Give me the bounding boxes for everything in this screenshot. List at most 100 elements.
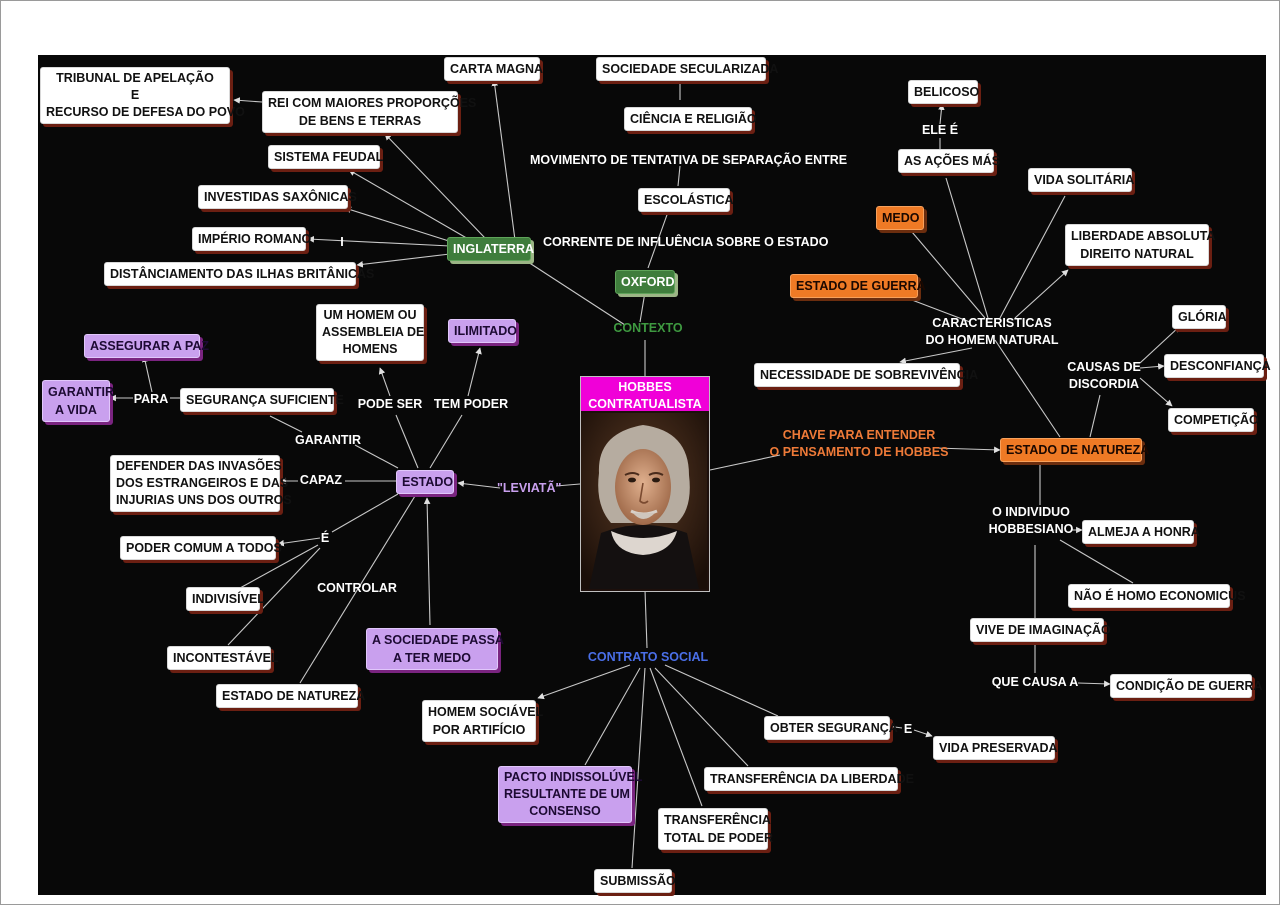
central-node[interactable]: HOBBES CONTRATUALISTA	[580, 376, 710, 592]
node-tribunal-line2: E	[130, 88, 140, 102]
node-gloria[interactable]: GLÓRIA	[1172, 305, 1227, 329]
label-e-connector: E	[903, 722, 913, 736]
node-distanciamento[interactable]: DISTÂNCIAMENTO DAS ILHAS BRITÂNICAS	[104, 262, 374, 286]
node-garantir-vida[interactable]: GARANTIR A VIDA	[42, 380, 114, 422]
node-pacto-line2: RESULTANTE DE UM	[504, 787, 630, 801]
node-almeja-honra[interactable]: ALMEJA A HONRA	[1082, 520, 1200, 544]
node-sociedade-medo-line2: A TER MEDO	[392, 651, 471, 665]
node-ciencia-religiao[interactable]: CIÊNCIA E RELIGIÃO	[624, 107, 757, 131]
label-individuo-line2: HOBBESIANO	[988, 522, 1074, 536]
label-chave: CHAVE PARA ENTENDER O PENSAMENTO DE HOBB…	[764, 427, 954, 461]
link-line	[994, 339, 1061, 438]
link-line	[467, 347, 482, 397]
node-pacto[interactable]: PACTO INDISSOLÚVEL RESULTANTE DE UM CONS…	[498, 766, 643, 823]
link-line	[1059, 539, 1134, 584]
node-estado-guerra[interactable]: ESTADO DE GUERRA	[790, 274, 926, 298]
node-vida-solitaria[interactable]: VIDA SOLITÁRIA	[1028, 168, 1134, 192]
node-rei[interactable]: REI COM MAIORES PROPORÇÕES DE BENS E TER…	[262, 91, 476, 133]
label-chave-line1: CHAVE PARA ENTENDER	[782, 428, 936, 442]
node-belicoso[interactable]: BELICOSO	[908, 80, 979, 104]
node-garantir-vida-line1: GARANTIR	[48, 385, 114, 399]
link-line	[934, 446, 1001, 454]
node-obter-seguranca[interactable]: OBTER SEGURANÇA	[764, 716, 898, 740]
node-defender[interactable]: DEFENDER DAS INVASÕES DOS ESTRANGEIROS E…	[110, 455, 292, 512]
node-estado[interactable]: ESTADO	[396, 470, 454, 494]
label-i-mark: I	[340, 235, 344, 249]
label-contexto: CONTEXTO	[613, 321, 683, 335]
node-pacto-line1: PACTO INDISSOLÚVEL	[504, 770, 643, 784]
label-tem-poder: TEM PODER	[433, 397, 509, 411]
node-assegurar-paz[interactable]: ASSEGURAR A PAZ	[84, 334, 209, 358]
node-sociedade-medo[interactable]: A SOCIEDADE PASSA A TER MEDO	[366, 628, 504, 670]
central-title-line2: CONTRATUALISTA	[588, 397, 702, 411]
node-medo[interactable]: MEDO	[876, 206, 924, 230]
label-caracteristicas-line2: DO HOMEM NATURAL	[925, 333, 1059, 347]
label-movimento: MOVIMENTO DE TENTATIVA DE SEPARAÇÃO ENTR…	[530, 153, 848, 167]
node-sistema-feudal[interactable]: SISTEMA FEUDAL	[268, 145, 383, 169]
link-line	[631, 667, 646, 869]
link-line	[911, 231, 986, 319]
node-homem-sociavel[interactable]: HOMEM SOCIÁVEL POR ARTIFÍCIO	[422, 700, 543, 742]
node-vida-preservada[interactable]: VIDA PRESERVADA	[933, 736, 1058, 760]
node-poder-comum[interactable]: PODER COMUM A TODOS	[120, 536, 282, 560]
node-investidas[interactable]: INVESTIDAS SAXÔNICAS	[198, 185, 357, 209]
node-submissao[interactable]: SUBMISSÃO	[594, 869, 676, 893]
node-transferencia-liberdade[interactable]: TRANSFERÊNCIA DA LIBERDADE	[704, 767, 914, 791]
node-necessidade[interactable]: NECESSIDADE DE SOBREVIVÊNCIA	[754, 363, 978, 387]
node-tribunal[interactable]: TRIBUNAL DE APELAÇÃO E RECURSO DE DEFESA…	[40, 67, 245, 124]
link-line	[348, 169, 471, 241]
link-line	[491, 79, 516, 241]
link-line	[307, 235, 451, 247]
node-um-homem-line1: UM HOMEM OU	[323, 308, 417, 322]
node-inglaterra[interactable]: INGLATERRA	[447, 237, 534, 261]
central-title-line1: HOBBES	[618, 380, 672, 394]
node-transferencia-poder[interactable]: TRANSFERÊNCIA TOTAL DE PODER	[658, 808, 773, 850]
node-condicao-guerra[interactable]: CONDIÇÃO DE GUERRA	[1110, 674, 1263, 698]
node-defender-line3: INJURIAS UNS DOS OUTROS	[116, 493, 292, 507]
hobbes-portrait	[581, 413, 707, 589]
node-ilimitado[interactable]: ILIMITADO	[448, 319, 517, 343]
node-incontestavel[interactable]: INCONTESTÁVEL	[167, 646, 279, 670]
node-acoes-mas[interactable]: AS AÇÕES MÁS	[898, 149, 1000, 173]
link-line	[277, 537, 321, 547]
node-liberdade[interactable]: LIBERDADE ABSOLUTA DIREITO NATURAL	[1065, 224, 1215, 266]
node-sociedade-medo-line1: A SOCIEDADE PASSA	[372, 633, 504, 647]
label-causas-line2: DISCORDIA	[1068, 377, 1140, 391]
label-causas-line1: CAUSAS DE	[1067, 360, 1141, 374]
link-line	[584, 667, 641, 766]
node-vive-imaginacao[interactable]: VIVE DE IMAGINAÇÃO	[970, 618, 1111, 642]
link-line	[423, 497, 431, 626]
node-indivisivel[interactable]: INDIVISÍVEL	[186, 587, 265, 611]
central-title: HOBBES CONTRATUALISTA	[581, 377, 709, 411]
node-competicao[interactable]: COMPETIÇÃO	[1168, 408, 1259, 432]
link-line	[677, 165, 681, 187]
node-um-homem[interactable]: UM HOMEM OU ASSEMBLEIA DE HOMENS	[316, 304, 424, 361]
link-line	[938, 103, 945, 125]
link-line	[1077, 680, 1111, 688]
link-line	[233, 97, 263, 104]
node-estado-natureza-left[interactable]: ESTADO DE NATUREZA	[216, 684, 365, 708]
node-um-homem-line3: HOMENS	[342, 342, 398, 356]
node-estado-natureza-right[interactable]: ESTADO DE NATUREZA	[1000, 438, 1149, 462]
node-pacto-line3: CONSENSO	[529, 804, 601, 818]
link-line	[1014, 269, 1069, 319]
link-line	[331, 493, 399, 533]
link-line	[945, 177, 989, 319]
link-line	[344, 206, 453, 243]
node-carta-magna[interactable]: CARTA MAGNA	[444, 57, 543, 81]
link-line	[537, 664, 631, 700]
label-para: PARA	[133, 392, 169, 406]
label-causas: CAUSAS DE DISCORDIA	[1066, 359, 1142, 393]
node-escolastica[interactable]: ESCOLÁSTICA	[638, 188, 734, 212]
link-line	[555, 483, 581, 487]
node-tribunal-line1: TRIBUNAL DE APELAÇÃO	[56, 71, 214, 85]
label-corrente: CORRENTE DE INFLUÊNCIA SOBRE O ESTADO	[543, 235, 829, 249]
node-oxford[interactable]: OXFORD	[615, 270, 675, 294]
link-line	[887, 725, 903, 729]
node-imperio[interactable]: IMPÉRIO ROMANO	[192, 227, 311, 251]
node-homo-economicus[interactable]: NÃO É HOMO ECONOMICUS	[1068, 584, 1246, 608]
node-desconfianca[interactable]: DESCONFIANÇA	[1164, 354, 1271, 378]
node-sociedade-secularizada[interactable]: SOCIEDADE SECULARIZADA	[596, 57, 778, 81]
node-seguranca-suficiente[interactable]: SEGURANÇA SUFICIENTE	[180, 388, 344, 412]
